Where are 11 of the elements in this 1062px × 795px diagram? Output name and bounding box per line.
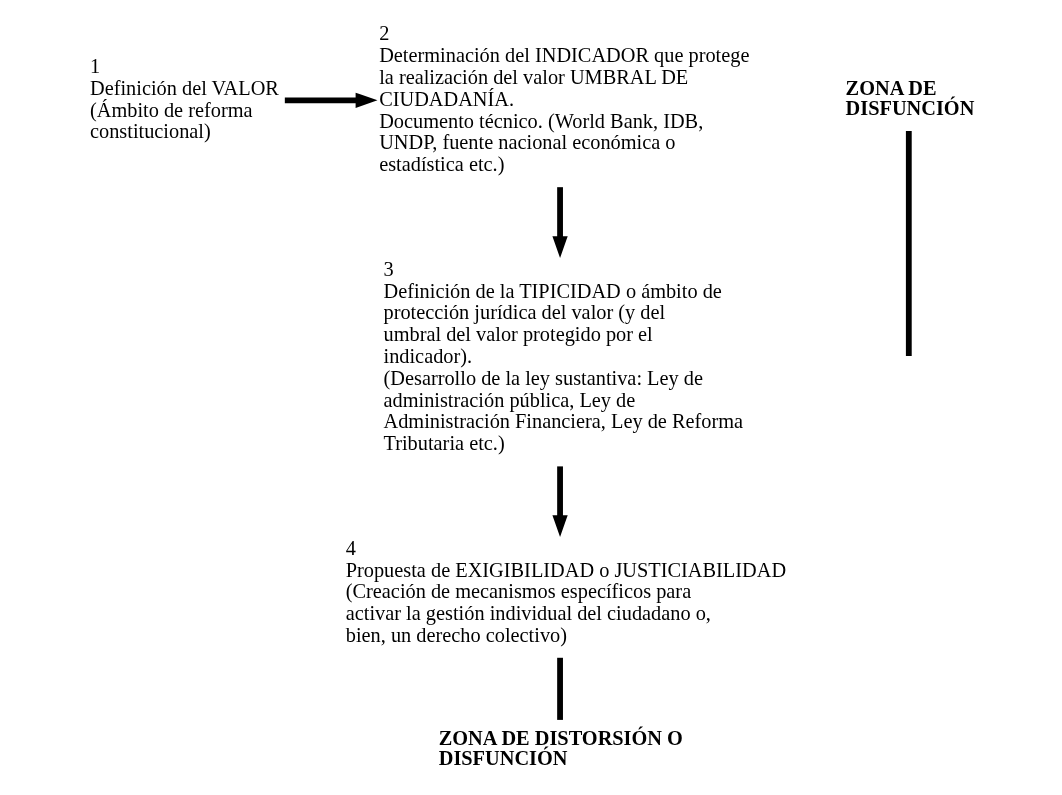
node-text: ZONA DE DISFUNCIÓN: [845, 76, 975, 120]
node-text: 1 Definición del VALOR (Ámbito de reforma constitucional): [89, 55, 279, 143]
node-text: ZONA DE DISTORSIÓN O DISFUNCIÓN: [438, 727, 683, 770]
node-text: 2 Determinación del INDICADOR que protege la realización del valor UMBRAL DE CIUDADANÍA. Documento técnico. (World Bank, IDB, UNDP, fuente nacional económica o estadística etc.): [379, 22, 750, 176]
arrow: [552, 187, 568, 259]
arrow: [552, 466, 568, 538]
connector: [557, 657, 563, 720]
node-text: 4 Propuesta de EXIGIBILIDAD o JUSTICIABILIDAD (Creación de mecanismos específicos para activar la gestión individual del ciudadano o, bien, un derecho colectivo): [345, 536, 787, 646]
connector: [905, 130, 912, 356]
node-text: 3 Definición de la TIPICIDAD o ámbito de protección jurídica del valor (y del umbral del valor protegido por el indicador). (Desarrollo de la ley sustantiva: Ley de administración pública, Ley de Administración Financiera, Ley de Reforma Tributaria etc.): [383, 257, 744, 455]
arrow: [284, 92, 378, 108]
